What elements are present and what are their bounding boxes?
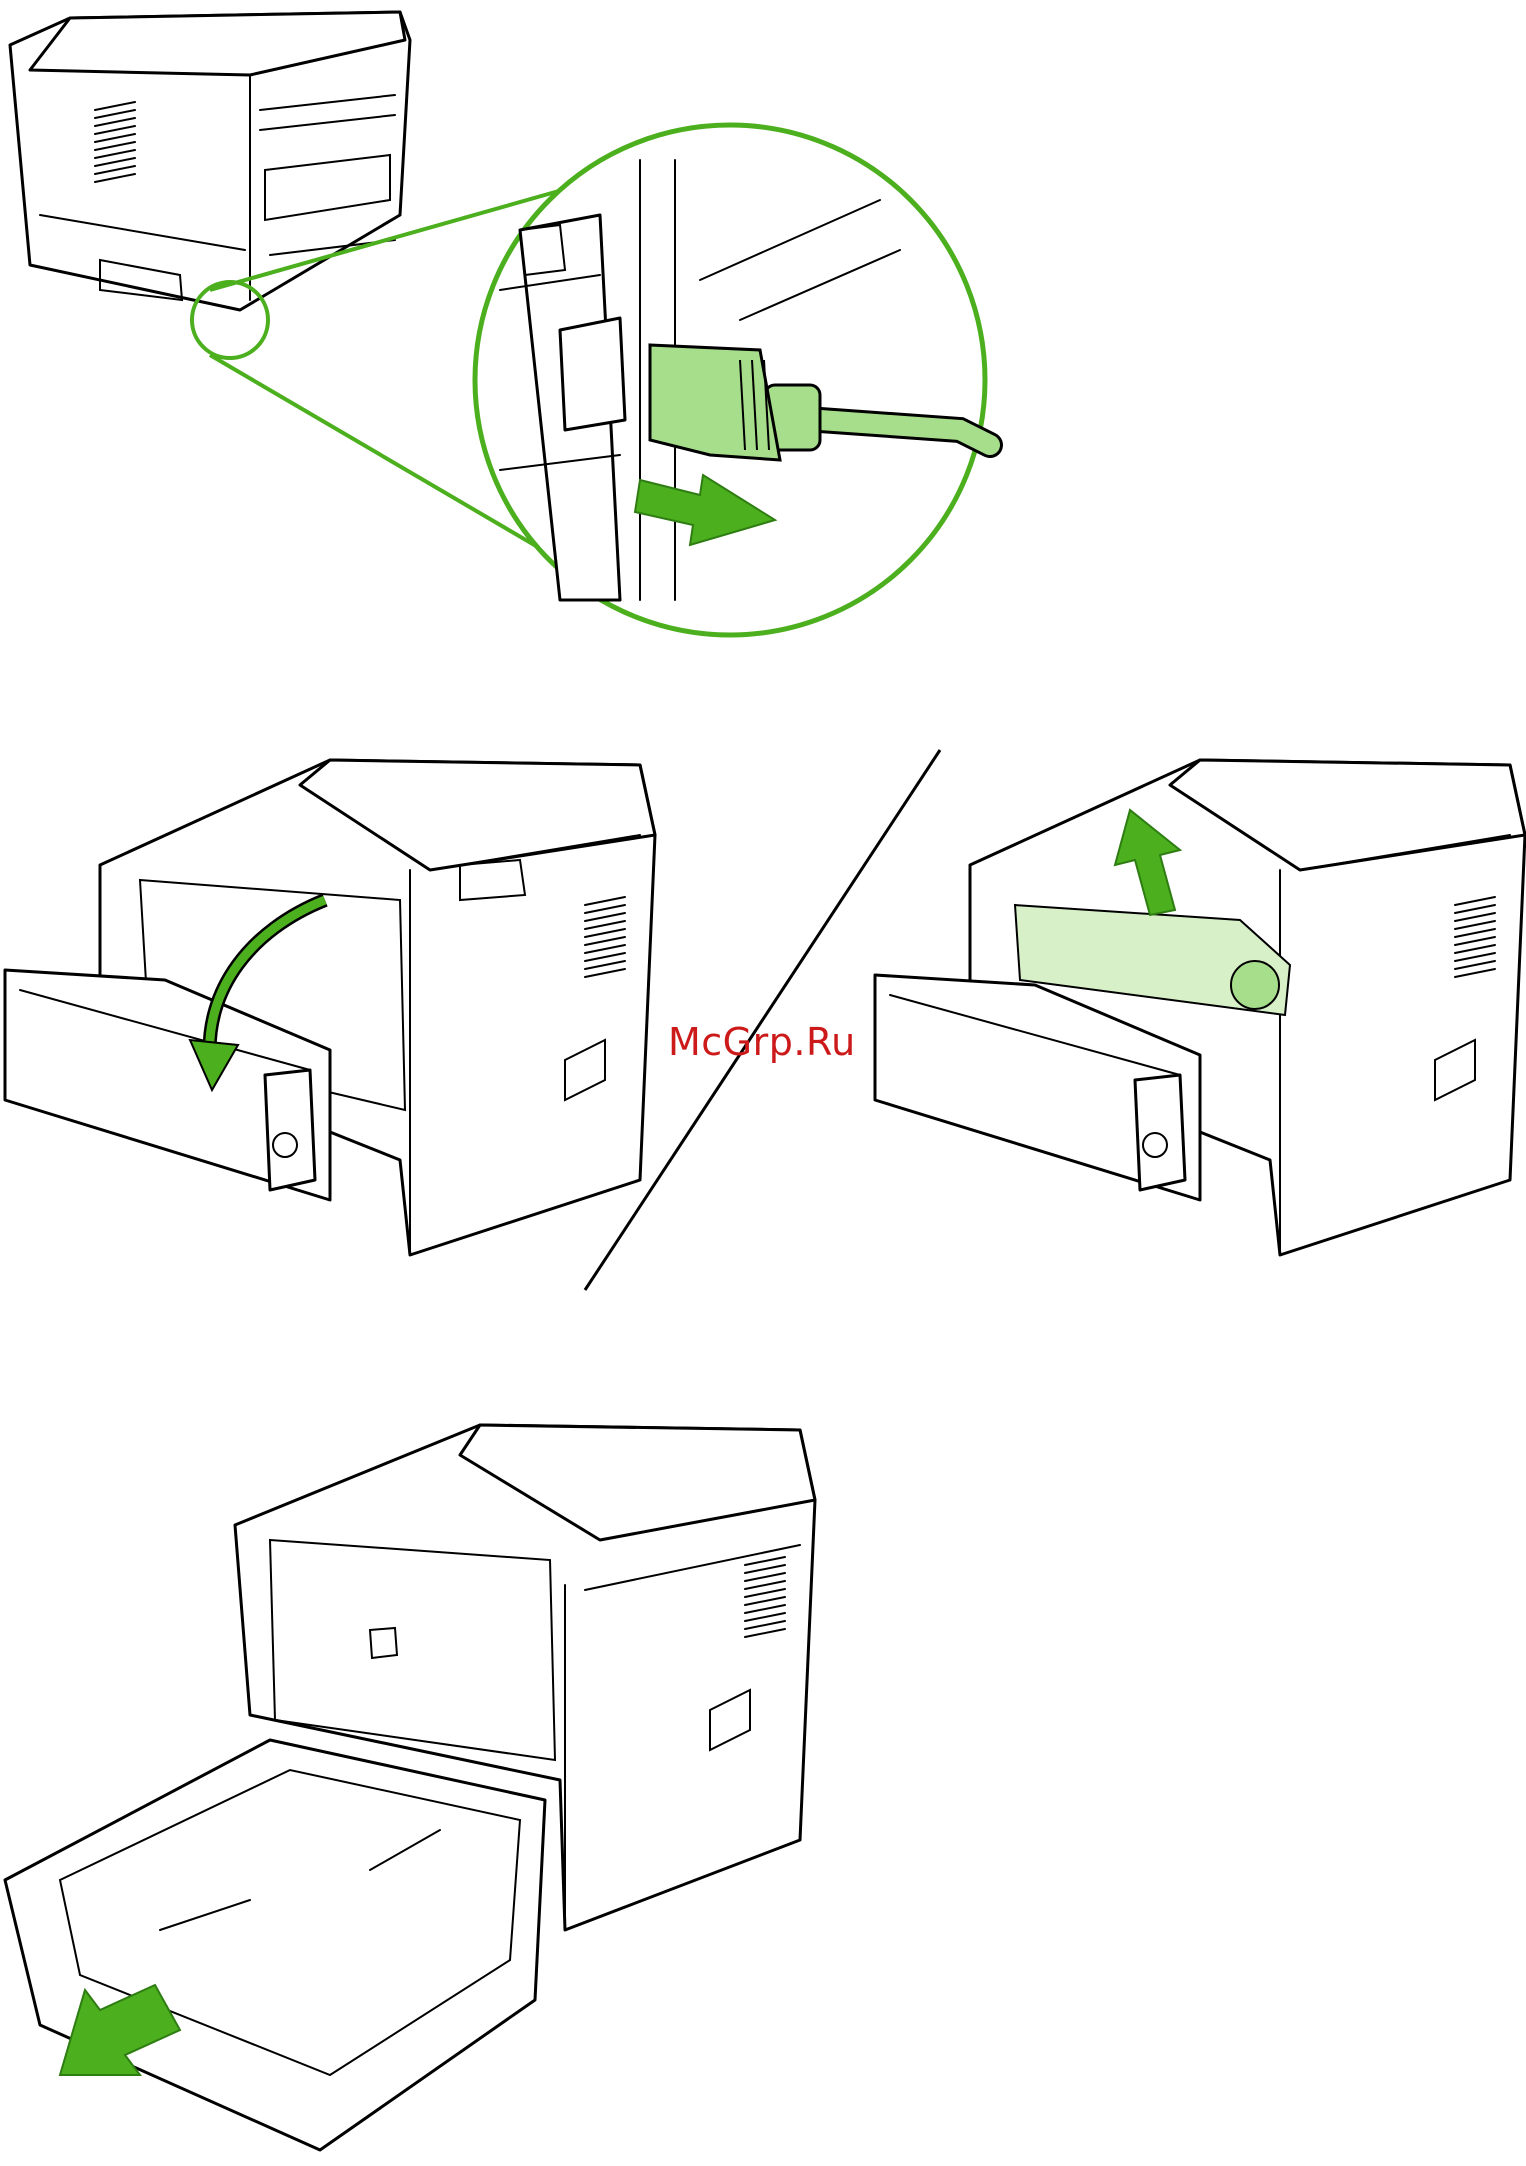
figure-pull-out-paper-tray: [5, 1425, 815, 2150]
watermark-text: McGrp.Ru: [668, 1020, 856, 1064]
figure-open-front-door: [5, 760, 655, 1255]
figure-remove-toner-cartridge: [875, 760, 1525, 1255]
figure-unplug-power-cord: [10, 12, 990, 635]
paper-tray: [5, 1740, 545, 2150]
printer-rear-view: [10, 12, 410, 310]
